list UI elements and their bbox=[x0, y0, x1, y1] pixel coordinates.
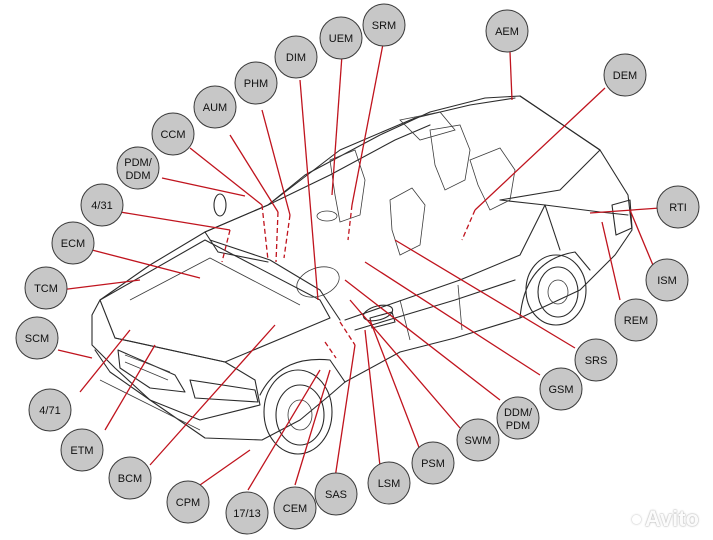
module-label: SCM bbox=[25, 333, 49, 345]
module-label: TCM bbox=[34, 283, 58, 295]
module-circle bbox=[274, 35, 318, 79]
module-label: ECM bbox=[61, 238, 85, 250]
module-circle bbox=[411, 441, 455, 485]
module-ecm: ECM bbox=[51, 221, 95, 265]
module-label: ETM bbox=[70, 445, 93, 457]
module-circle bbox=[614, 298, 658, 342]
module-circle bbox=[60, 428, 104, 472]
module-label: 4/31 bbox=[91, 200, 112, 212]
module-17-13: 17/13 bbox=[225, 491, 269, 535]
module-bcm: BCM bbox=[108, 456, 152, 500]
module-phm: PHM bbox=[234, 61, 278, 105]
module-circle bbox=[539, 367, 583, 411]
module-circle bbox=[166, 480, 210, 524]
module-circle bbox=[234, 61, 278, 105]
module-circle bbox=[319, 16, 363, 60]
module-label: PDM bbox=[506, 420, 530, 432]
module-label: REM bbox=[624, 315, 648, 327]
module-circle bbox=[24, 266, 68, 310]
module-rem: REM bbox=[614, 298, 658, 342]
module-circle bbox=[314, 472, 358, 516]
module-label: DIM bbox=[286, 52, 306, 64]
module-circle bbox=[645, 258, 689, 302]
module-psm: PSM bbox=[411, 441, 455, 485]
module-label: 4/71 bbox=[39, 405, 60, 417]
module-ddm-pdm: DDM/PDM bbox=[496, 396, 540, 440]
module-circle bbox=[456, 418, 500, 462]
module-circle bbox=[656, 185, 700, 229]
module-label: DEM bbox=[613, 70, 637, 82]
module-callouts: SRMUEMDIMPHMAUMCCMPDM/DDM4/31ECMTCMSCM4/… bbox=[15, 3, 700, 535]
module-uem: UEM bbox=[319, 16, 363, 60]
module-scm: SCM bbox=[15, 316, 59, 360]
watermark: Avito bbox=[631, 506, 699, 532]
module-circle bbox=[225, 491, 269, 535]
module-label: CPM bbox=[176, 497, 200, 509]
module-circle bbox=[603, 53, 647, 97]
module-circle bbox=[496, 396, 540, 440]
module-circle bbox=[108, 456, 152, 500]
module-label: PHM bbox=[244, 78, 268, 90]
module-lsm: LSM bbox=[367, 461, 411, 505]
module-dim: DIM bbox=[274, 35, 318, 79]
module-circle bbox=[151, 112, 195, 156]
module-circle bbox=[51, 221, 95, 265]
module-label: SRM bbox=[372, 20, 396, 32]
module-circle bbox=[485, 9, 529, 53]
module-aum: AUM bbox=[193, 85, 237, 129]
module-circle bbox=[193, 85, 237, 129]
module-label: CEM bbox=[283, 503, 307, 515]
module-rti: RTI bbox=[656, 185, 700, 229]
module-label: SRS bbox=[585, 355, 608, 367]
module-cem: CEM bbox=[273, 486, 317, 530]
module-pdm-ddm: PDM/DDM bbox=[116, 146, 160, 190]
module-etm: ETM bbox=[60, 428, 104, 472]
watermark-text: Avito bbox=[644, 506, 699, 531]
module-tcm: TCM bbox=[24, 266, 68, 310]
module-label: SWM bbox=[465, 435, 492, 447]
module-circle bbox=[15, 316, 59, 360]
module-label: SAS bbox=[325, 489, 347, 501]
module-label: PDM/ bbox=[124, 157, 152, 169]
module-circle bbox=[116, 146, 160, 190]
module-label: AEM bbox=[495, 26, 519, 38]
module-swm: SWM bbox=[456, 418, 500, 462]
module-aem: AEM bbox=[485, 9, 529, 53]
module-circle bbox=[574, 338, 618, 382]
module-label: CCM bbox=[160, 129, 185, 141]
module-circle bbox=[367, 461, 411, 505]
module-circle bbox=[80, 183, 124, 227]
module-label: UEM bbox=[329, 33, 353, 45]
car-outline bbox=[91, 95, 633, 455]
watermark-logo-icon bbox=[631, 514, 641, 524]
module-srm: SRM bbox=[362, 3, 406, 47]
module-sas: SAS bbox=[314, 472, 358, 516]
module-label: GSM bbox=[548, 384, 573, 396]
module-label: LSM bbox=[378, 478, 401, 490]
module-label: DDM/ bbox=[504, 407, 533, 419]
module-label: DDM bbox=[125, 170, 150, 182]
module-cpm: CPM bbox=[166, 480, 210, 524]
leader-lines bbox=[57, 43, 661, 491]
module-circle bbox=[28, 388, 72, 432]
module-circle bbox=[362, 3, 406, 47]
module-4-71: 4/71 bbox=[28, 388, 72, 432]
module-label: PSM bbox=[421, 458, 445, 470]
module-label: RTI bbox=[669, 202, 687, 214]
module-dem: DEM bbox=[603, 53, 647, 97]
module-circle bbox=[273, 486, 317, 530]
module-4-31: 4/31 bbox=[80, 183, 124, 227]
module-label: 17/13 bbox=[233, 508, 261, 520]
module-ccm: CCM bbox=[151, 112, 195, 156]
module-label: AUM bbox=[203, 102, 227, 114]
module-label: BCM bbox=[118, 473, 142, 485]
module-gsm: GSM bbox=[539, 367, 583, 411]
module-srs: SRS bbox=[574, 338, 618, 382]
module-label: ISM bbox=[657, 275, 677, 287]
module-ism: ISM bbox=[645, 258, 689, 302]
